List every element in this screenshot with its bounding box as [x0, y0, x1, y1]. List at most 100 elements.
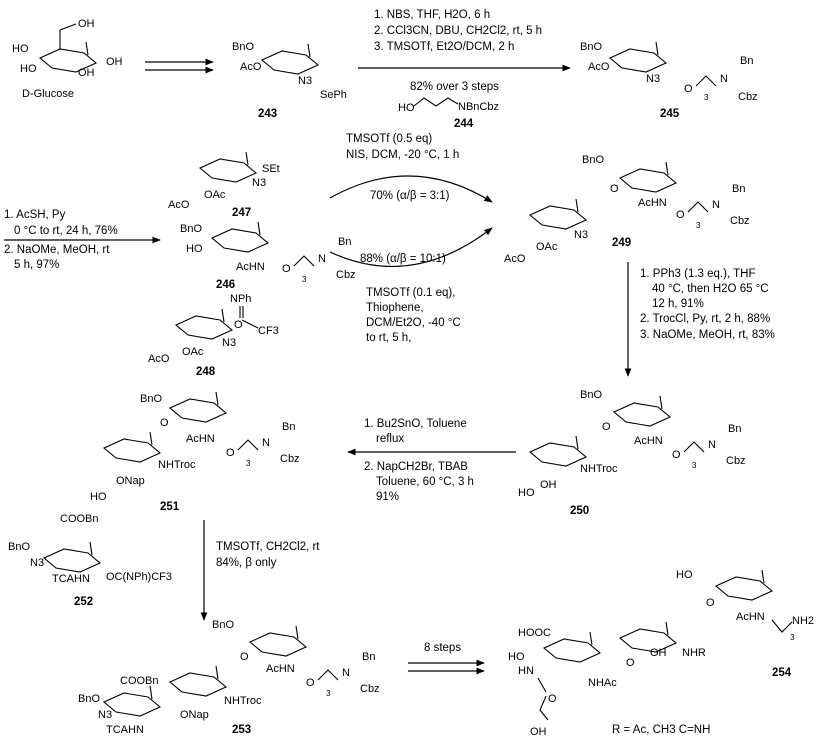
c250-bno: BnO [580, 389, 602, 401]
c250-nhtroc: NHTroc [580, 463, 618, 475]
step5-line4: Toluene, 60 °C, 3 h [376, 476, 474, 488]
c253-n: N [342, 667, 350, 679]
c248-o: O [234, 319, 243, 331]
c254-nhr: NHR [682, 647, 706, 659]
c244-nbncbz: NBnCbz [458, 101, 499, 113]
c245-n: N [720, 73, 728, 85]
c247-aco: AcO [168, 199, 190, 211]
c245-o: O [684, 83, 693, 95]
step1-line2: 2. CCl3CN, DBU, CH2Cl2, rt, 5 h [374, 25, 542, 37]
compound-252: COOBn BnO N3 TCAHN OC(NPh)CF3 252 [8, 513, 172, 608]
step4-line1: 1. PPh3 (1.3 eq.), THF [640, 268, 755, 280]
c254-link-o: O [626, 657, 635, 669]
c251-n: N [262, 437, 270, 449]
glucose-oh-6: OH [78, 18, 95, 30]
step2-line1: 1. AcSH, Py [4, 209, 66, 221]
c249-aco: AcO [504, 253, 526, 265]
step2-line4: 5 h, 97% [14, 259, 59, 271]
c253-n-count: 3 [326, 689, 331, 698]
c249-bno: BnO [582, 154, 604, 166]
c245-label: 245 [660, 108, 680, 120]
c250-label: 250 [570, 505, 589, 517]
c246-n: N [318, 253, 326, 265]
c253-bno: BnO [212, 619, 234, 631]
step4-line3: 12 h, 91% [652, 298, 704, 310]
c251-bno: BnO [140, 393, 162, 405]
compound-254: HO O AcHN NH2 3 HOOC HO HN O OH NHR NHAc… [508, 569, 814, 737]
compound-248: NPh O CF3 N3 AcO OAc 248 [148, 293, 279, 378]
c253-o: O [240, 651, 249, 663]
c254-nhac: NHAc [588, 677, 617, 689]
step3a-yield: 70% (α/β = 3:1) [370, 190, 450, 202]
c249-n: N [712, 199, 720, 211]
step3b-line3: DCM/Et2O, -40 °C [366, 317, 461, 329]
c253-tcahn: TCAHN [106, 724, 144, 736]
c247-n3: N3 [252, 177, 266, 189]
step4-line2: 40 °C, then H2O 65 °C [652, 283, 769, 295]
c245-n-count: 3 [704, 93, 709, 102]
c246-n-count: 3 [302, 275, 307, 284]
c254-hn: HN [518, 665, 534, 677]
footnote-r-definition: R = Ac, CH3 C=NH [612, 724, 710, 736]
glucose-ho-4: HO [12, 43, 29, 55]
c254-achn: AcHN [736, 611, 765, 623]
c248-label: 248 [196, 366, 216, 378]
c250-o: O [602, 421, 611, 433]
c252-tcahn: TCAHN [52, 573, 90, 585]
conditions-step3a: TMSOTf (0.5 eq) NIS, DCM, -20 °C, 1 h 70… [346, 133, 459, 202]
c249-bn: Bn [732, 183, 745, 195]
c254-ho: HO [676, 569, 693, 581]
glucose-oh-2: OH [78, 67, 95, 79]
c250-ho: HO [518, 487, 535, 499]
c251-n-count: 3 [246, 459, 251, 468]
c246-cbz: Cbz [336, 269, 356, 281]
c249-cbz: Cbz [730, 215, 750, 227]
c244-ho: HO [398, 102, 415, 114]
c254-o: O [706, 597, 715, 609]
c252-bno: BnO [8, 541, 30, 553]
conditions-step1: 1. NBS, THF, H2O, 6 h 2. CCl3CN, DBU, CH… [374, 9, 542, 93]
step1-line3: 3. TMSOTf, Et2O/DCM, 2 h [374, 41, 514, 53]
c249-achn: AcHN [638, 197, 667, 209]
c254-label: 254 [772, 667, 792, 679]
c248-nph: NPh [230, 293, 251, 305]
c253-label: 253 [232, 724, 251, 736]
c245-bno: BnO [580, 41, 602, 53]
step3a-line1: TMSOTf (0.5 eq) [346, 133, 432, 145]
c247-oac: OAc [204, 189, 226, 201]
c243-aco: AcO [240, 61, 262, 73]
c252-leaving-group: OC(NPh)CF3 [106, 571, 172, 583]
step1-yield: 82% over 3 steps [410, 81, 499, 93]
c246-ho: HO [186, 243, 203, 255]
step7-label: 8 steps [424, 642, 461, 654]
compound-249: BnO O AcHN N3 AcO OAc O 3 N Bn Cbz 249 [504, 154, 750, 265]
compound-246: BnO HO AcHN O 3 N Bn Cbz 246 [180, 221, 356, 291]
c251-cbz: Cbz [280, 453, 300, 465]
step4-line5: 3. NaOMe, MeOH, rt, 83% [640, 329, 775, 341]
c254-oh-side: OH [530, 726, 547, 737]
c248-cf3: CF3 [258, 325, 279, 337]
c251-bn: Bn [282, 421, 295, 433]
step2-line3: 2. NaOMe, MeOH, rt [4, 244, 110, 256]
c251-o2: O [226, 447, 235, 459]
c245-cbz: Cbz [738, 91, 758, 103]
c254-n-count: 3 [790, 633, 795, 642]
c248-aco: AcO [148, 353, 170, 365]
c246-bn: Bn [338, 236, 351, 248]
c249-n3: N3 [574, 229, 588, 241]
conditions-step3b: 88% (α/β = 10:1) TMSOTf (0.1 eq), Thioph… [360, 253, 461, 344]
c254-hooc: HOOC [518, 627, 551, 639]
step3b-line1: TMSOTf (0.1 eq), [366, 287, 455, 299]
c252-n3: N3 [30, 557, 44, 569]
step6-line1: TMSOTf, CH2Cl2, rt [216, 541, 320, 553]
c251-nhtroc: NHTroc [158, 459, 196, 471]
c249-n-count: 3 [696, 221, 701, 230]
c250-n-count: 3 [692, 461, 697, 470]
step1-line1: 1. NBS, THF, H2O, 6 h [374, 9, 490, 21]
arrow-247-to-249 [329, 175, 493, 203]
c247-set: SEt [262, 163, 280, 175]
c253-nhtroc: NHTroc [224, 695, 262, 707]
c243-bno: BnO [232, 41, 254, 53]
c251-onap: ONap [116, 475, 145, 487]
